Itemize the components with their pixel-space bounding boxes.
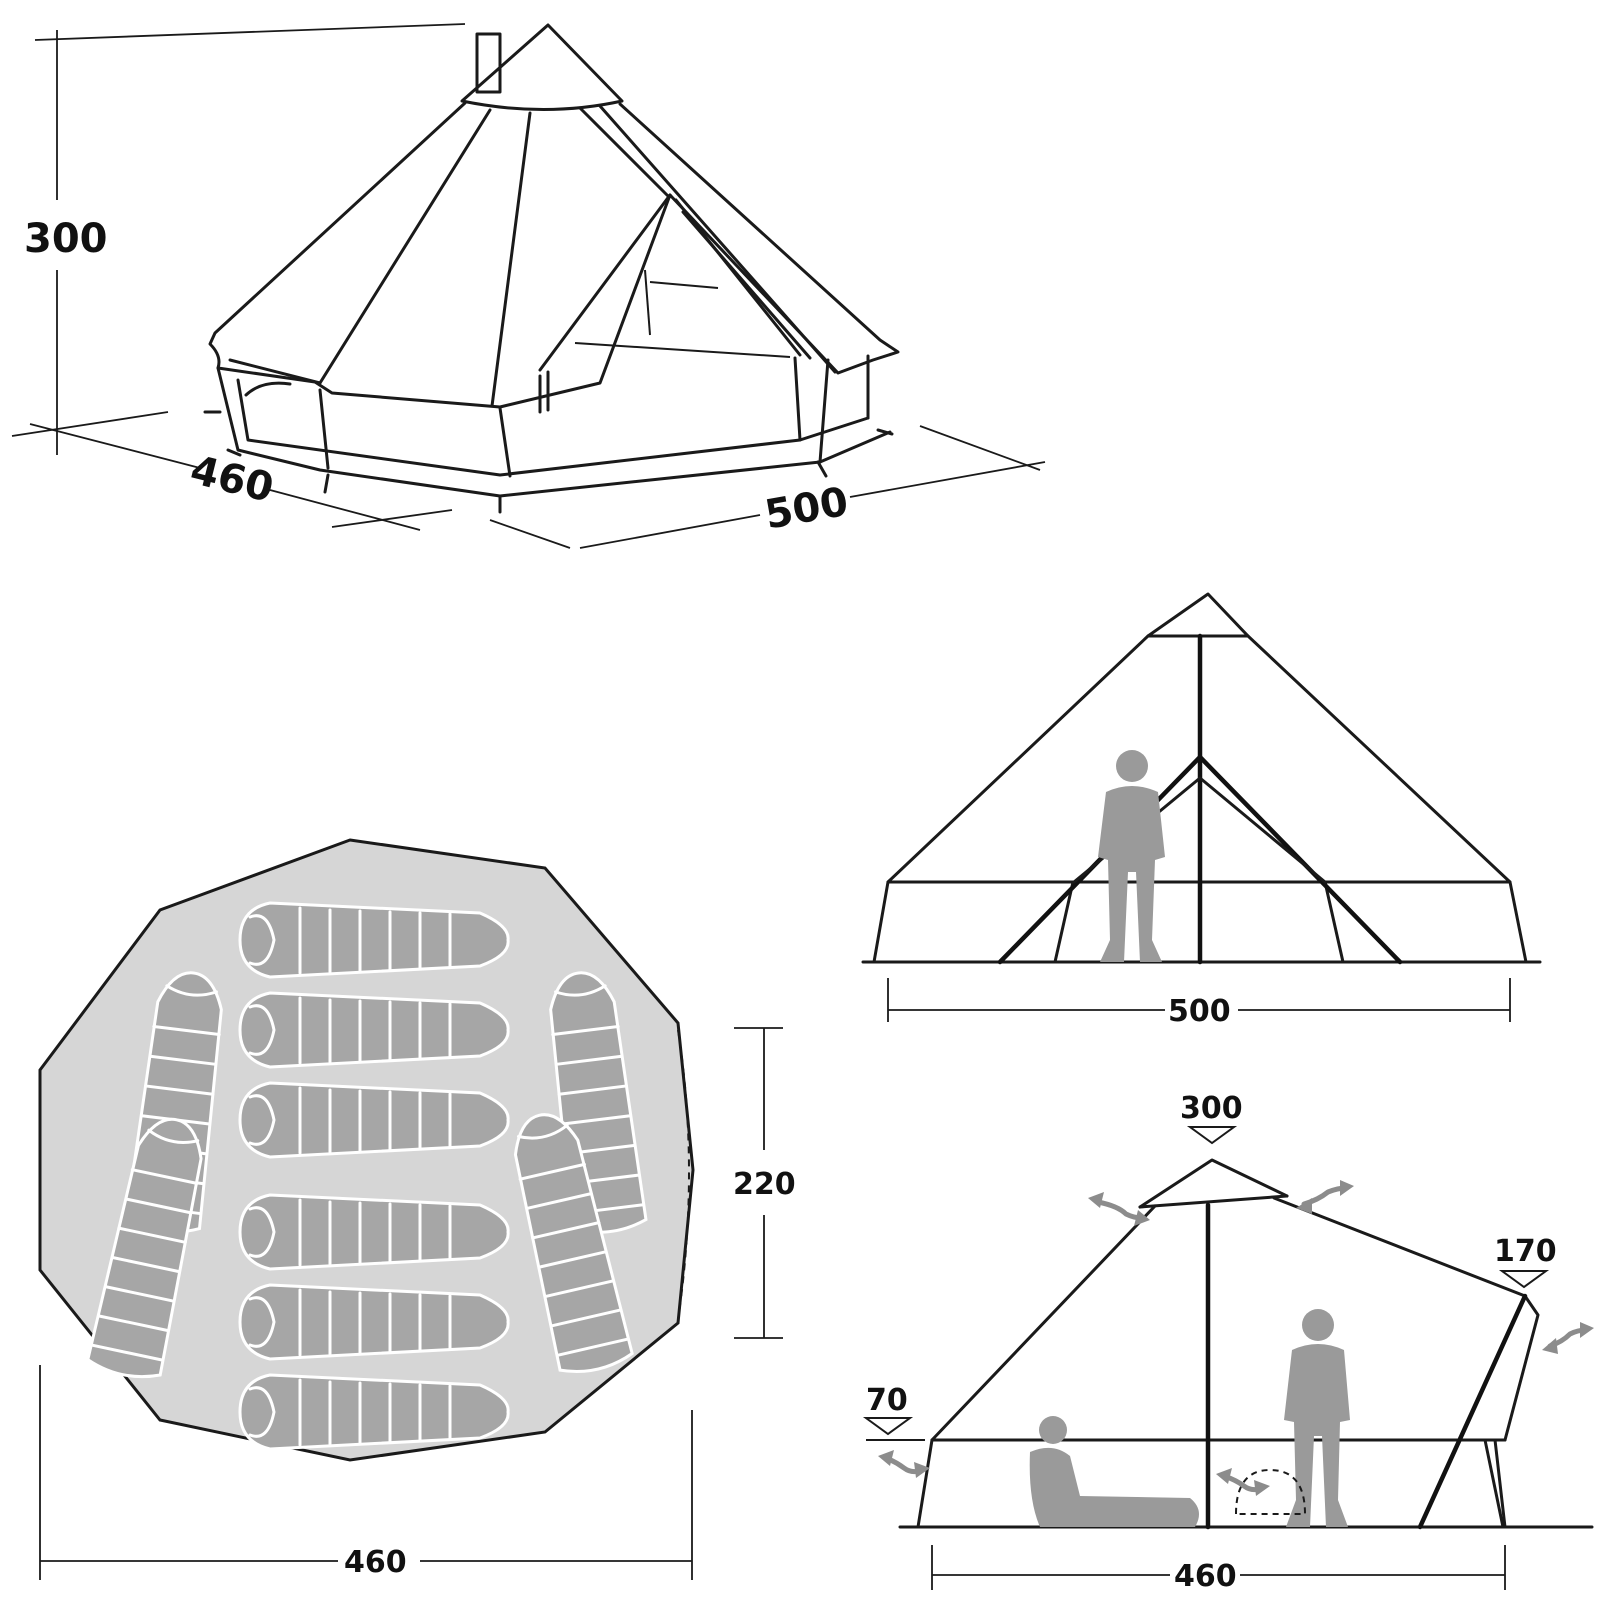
front-door-poles	[997, 753, 1403, 965]
sleeping-bag	[86, 1117, 203, 1379]
sleeping-bag	[238, 1193, 510, 1271]
front-width-dimension	[887, 978, 1511, 1022]
floor-door-width-label: 220	[733, 1167, 796, 1202]
sleeping-bag-group-right	[513, 971, 648, 1373]
side-width-dimension	[931, 1545, 1506, 1590]
standing-person-icon	[1284, 1309, 1350, 1527]
wall-height-marker	[862, 1417, 914, 1436]
sleeping-bag	[238, 1283, 510, 1361]
iso-depth-dimension	[29, 423, 453, 531]
side-door-pole	[1417, 1293, 1528, 1530]
sleeping-bag	[238, 1081, 510, 1159]
iso-height-label: 300	[24, 216, 108, 262]
floor-door-dimension	[734, 1027, 783, 1339]
isometric-view: 300 460 500	[11, 23, 1046, 549]
side-width-label: 460	[1174, 1559, 1237, 1594]
standing-person-icon	[1098, 750, 1165, 962]
iso-height-dimension	[11, 23, 466, 455]
sleeping-bag-group-horizontal	[238, 901, 510, 1451]
sleeping-bag	[238, 901, 510, 979]
floor-width-label: 460	[344, 1545, 407, 1580]
sleeping-bag-group-left	[86, 971, 223, 1379]
vent-arrow-icon	[1542, 1322, 1594, 1354]
stove-outline	[1234, 1468, 1307, 1515]
iso-tent	[203, 23, 900, 514]
side-view: 300 170 70	[862, 1091, 1594, 1594]
side-door-height-label: 170	[1494, 1234, 1557, 1269]
vent-arrow-icon	[878, 1450, 930, 1478]
floor-width-dimension	[39, 1365, 693, 1580]
vent-arrow-icon	[1296, 1180, 1354, 1214]
vent-arrow-icon	[1216, 1468, 1270, 1496]
door-height-marker	[1498, 1270, 1550, 1289]
side-peak-height-label: 300	[1180, 1091, 1243, 1126]
vent-arrow-icon	[1088, 1192, 1150, 1226]
peak-height-marker	[1186, 1126, 1238, 1145]
front-width-label: 500	[1168, 994, 1231, 1029]
front-view: 500	[861, 592, 1542, 1029]
iso-width-dimension	[489, 425, 1046, 549]
sleeping-bag	[513, 1113, 634, 1373]
floor-plan: 220 460	[38, 838, 796, 1580]
sitting-person-icon	[1029, 1416, 1199, 1527]
sleeping-bag	[238, 991, 510, 1069]
iso-width-label: 500	[761, 479, 851, 539]
sleeping-bag	[238, 1373, 510, 1451]
side-wall-height-label: 70	[866, 1383, 908, 1418]
